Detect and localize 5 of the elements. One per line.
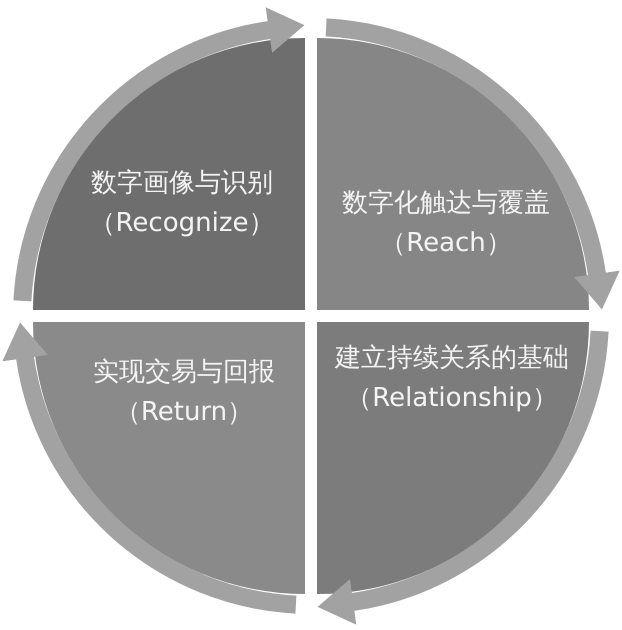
segment-label: 建立持续关系的基础（Relationship）	[334, 342, 570, 415]
segment-label: 实现交易与回报（Return）	[92, 356, 276, 429]
curved-arrow	[325, 18, 620, 310]
segment-label: 数字化触达与覆盖（Reach）	[341, 187, 551, 260]
segment-label: 数字画像与识别（Recognize）	[88, 167, 276, 240]
